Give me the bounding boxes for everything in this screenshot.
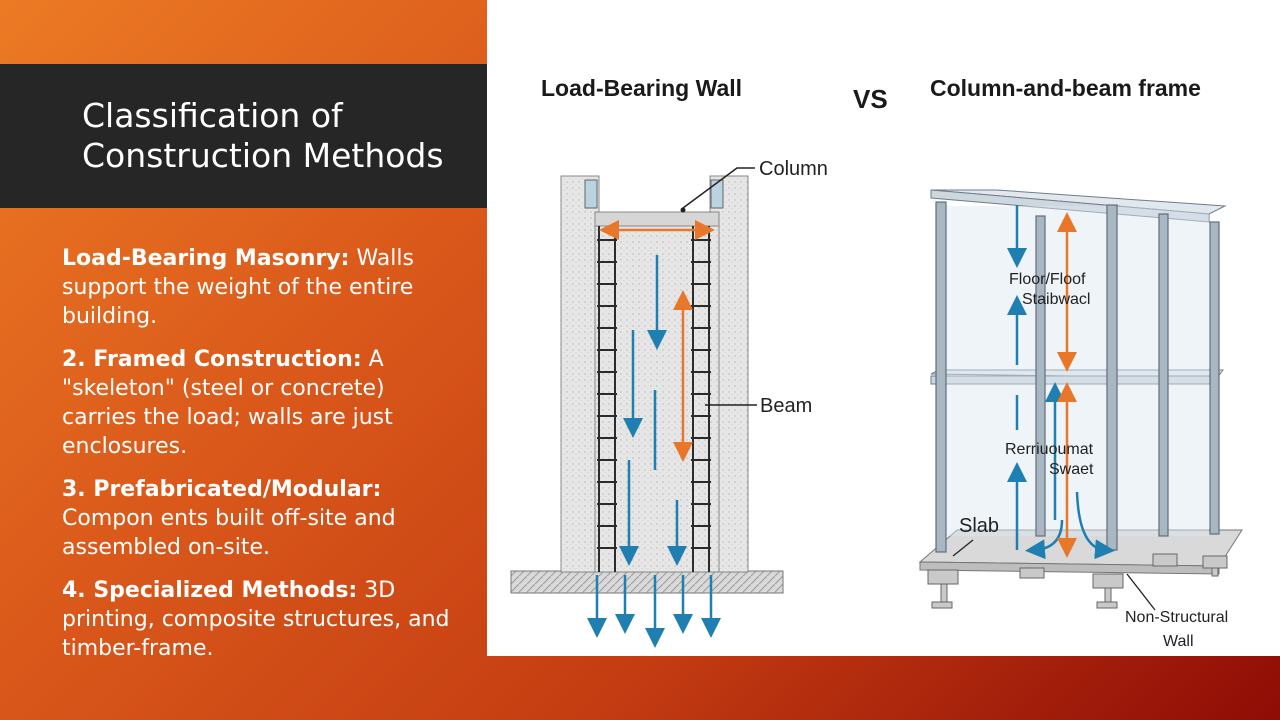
vs-label: VS (853, 84, 888, 114)
beam-label: Beam (760, 395, 812, 417)
right-diagram-title: Column-and-beam frame (930, 75, 1201, 101)
bullet-text: Compon ents built off-site and assembled… (62, 506, 396, 560)
reinforcement-label-line2: Swaet (1049, 461, 1094, 478)
bullet-list: Load-Bearing Masonry: Walls support the … (62, 244, 462, 677)
comparison-figure: Load-Bearing Wall VS Column-and-beam fra… (487, 0, 1280, 656)
column-label: Column (759, 158, 828, 180)
bullet-prefab: 3. Prefabricated/Modular: Compon ents bu… (62, 475, 462, 562)
left-wall (560, 175, 600, 573)
title-bar (0, 64, 487, 208)
non-structural-label-line2: Wall (1163, 633, 1194, 650)
structure-diagram: Load-Bearing Wall VS Column-and-beam fra… (510, 75, 1243, 650)
rebar-cage (597, 226, 711, 572)
reinforcement-label-line1: Rerriuoumat (1005, 441, 1094, 458)
slide-title: Classification of Construction Methods (82, 96, 444, 175)
slab-label: Slab (959, 515, 999, 537)
bullet-text: 3D printing, composite structures, and t… (62, 578, 450, 661)
load-bearing-wall-drawing: Column Beam (510, 158, 828, 648)
bullet-heading: 3. Prefabricated/Modular: (62, 477, 382, 502)
bullet-text: A "skeleton" (steel or concrete) carries… (62, 347, 393, 459)
floor-label-line2: Staibwacl (1022, 291, 1090, 308)
bullet-heading: 4. Specialized Methods: (62, 578, 358, 603)
bullet-specialized: 4. Specialized Methods: 3D printing, com… (62, 576, 462, 663)
bullet-framed: 2. Framed Construction: A "skeleton" (st… (62, 345, 462, 461)
ground (510, 570, 784, 594)
bullet-heading: 2. Framed Construction: (62, 347, 362, 372)
left-diagram-title: Load-Bearing Wall (541, 75, 742, 101)
bullet-heading: Load-Bearing Masonry: (62, 246, 350, 271)
floor-label-line1: Floor/Floof (1009, 271, 1086, 288)
non-structural-label-line1: Non-Structural (1125, 609, 1228, 626)
bullet-text: Walls support the weight of the entire b… (62, 246, 414, 329)
frame-drawing: Floor/Floof Staibwacl Rerriuoumat Swaet … (918, 189, 1243, 650)
bullet-load-bearing: Load-Bearing Masonry: Walls support the … (62, 244, 462, 331)
